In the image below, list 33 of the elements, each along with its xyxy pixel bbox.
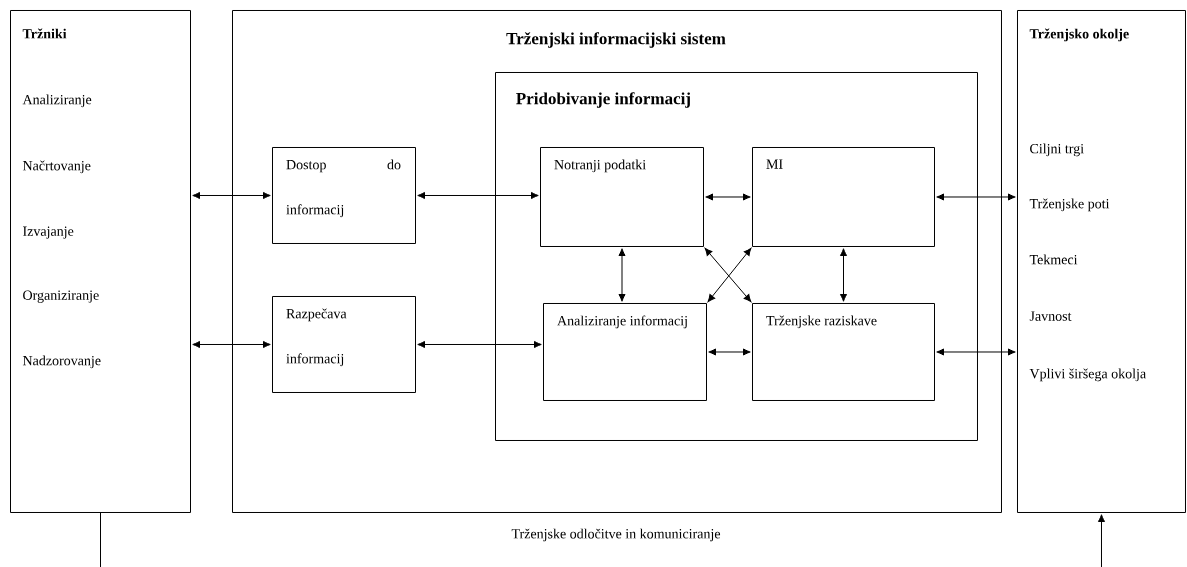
line [100, 512, 101, 567]
list-item: Tekmeci [1029, 254, 1078, 265]
side-panel [1017, 10, 1186, 513]
process-box: Notranji podatki [540, 147, 704, 247]
process-box: Razpečava informacij [272, 296, 416, 393]
note-text: Trženjske odločitve in komuniciranje [511, 528, 721, 542]
arrow [618, 248, 626, 302]
arrow [705, 193, 751, 201]
list-item: Ciljni trgi [1030, 143, 1084, 157]
panel-heading: Tržniki [22, 28, 67, 39]
arrow [417, 191, 539, 200]
list-item: Načrtovanje [22, 160, 91, 174]
panel-heading: Trženjsko okolje [1029, 28, 1129, 42]
process-box: Trženjske raziskave [752, 303, 935, 401]
list-item: Analiziranje [22, 94, 92, 108]
process-box: Analiziranje informacij [543, 303, 707, 401]
process-box: Dostop do informacij [272, 147, 416, 244]
list-item: Javnost [1029, 311, 1072, 321]
arrow [936, 193, 1016, 201]
arrow [192, 340, 271, 349]
list-item: Nadzorovanje [22, 355, 101, 369]
arrow [708, 348, 751, 356]
arrow [192, 191, 271, 200]
list-item: Trženjske poti [1029, 198, 1110, 212]
arrow [417, 340, 542, 349]
list-item: Vplivi širšega okolja [1029, 368, 1146, 382]
arrow [936, 348, 1016, 356]
arrow [839, 248, 848, 302]
process-box: MI [752, 147, 935, 247]
side-panel [10, 10, 191, 513]
list-item: Izvajanje [23, 226, 74, 239]
arrow [1097, 514, 1106, 567]
list-item: Organiziranje [23, 290, 99, 303]
